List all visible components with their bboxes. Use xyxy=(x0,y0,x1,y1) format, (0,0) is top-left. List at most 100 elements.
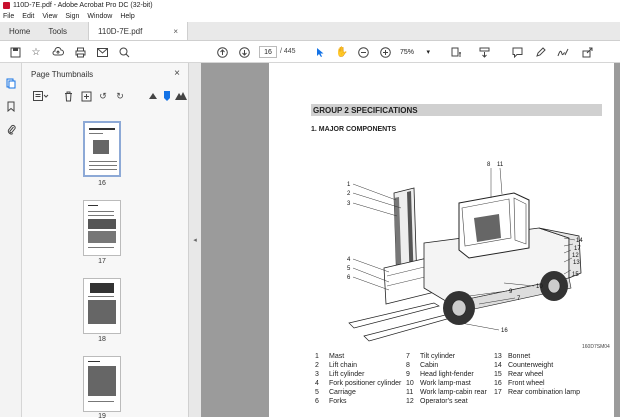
thumbnails-panel: Page Thumbnails × ↺ ↻ xyxy=(22,63,209,420)
menu-help[interactable]: Help xyxy=(120,13,135,20)
save-icon[interactable] xyxy=(8,45,22,59)
delete-page-icon[interactable] xyxy=(62,90,74,102)
callout-label: 15 xyxy=(572,272,579,278)
thumbnail-small-icon[interactable] xyxy=(147,90,159,102)
forklift-illustration: 8 11 1 2 3 4 5 6 7 9 10 16 14 17 12 13 1… xyxy=(347,162,583,342)
group-title-bar: GROUP 2 SPECIFICATIONS xyxy=(311,104,602,116)
highlight-pen-icon[interactable] xyxy=(533,45,547,59)
tab-tools[interactable]: Tools xyxy=(48,26,68,36)
callout-label: 12 xyxy=(572,253,579,259)
callout-label: 8 xyxy=(487,162,491,168)
rotate-left-icon[interactable]: ↺ xyxy=(99,90,107,101)
callout-label: 10 xyxy=(536,284,543,290)
page-display-icon[interactable] xyxy=(449,45,463,59)
sign-icon[interactable] xyxy=(556,45,570,59)
menu-file[interactable]: File xyxy=(3,13,15,20)
callout-label: 2 xyxy=(347,191,351,197)
zoom-out-icon[interactable] xyxy=(356,45,370,59)
close-tab-icon[interactable]: × xyxy=(173,26,179,36)
callout-label: 6 xyxy=(347,275,351,281)
menu-window[interactable]: Window xyxy=(87,13,113,20)
callout-label: 3 xyxy=(347,201,351,207)
zoom-select[interactable]: 75% ▾ xyxy=(398,46,432,58)
bookmark-star-icon[interactable]: ☆ xyxy=(31,46,41,58)
title-bar: 110D-7E.pdf - Adobe Acrobat Pro DC (32-b… xyxy=(0,0,620,11)
panel-collapse-handle[interactable]: ◂ xyxy=(189,63,201,417)
thumbnail-label: 17 xyxy=(98,258,106,265)
page-thumbnails-icon[interactable] xyxy=(5,77,17,89)
zoom-value: 75% xyxy=(400,48,415,56)
thumbnail-page-19[interactable] xyxy=(83,356,121,412)
menu-sign[interactable]: Sign xyxy=(65,13,80,20)
close-panel-icon[interactable]: × xyxy=(174,68,180,79)
thumbnail-page-16[interactable] xyxy=(83,121,121,177)
callout-label: 11 xyxy=(497,162,504,168)
page-number-input[interactable]: 16 xyxy=(259,46,277,58)
menu-view[interactable]: View xyxy=(42,13,58,20)
toolbar: ☆ 16 / 445 ✋ 75% ▾ xyxy=(0,41,620,63)
callout-label: 17 xyxy=(574,246,581,252)
tab-bar: Home Tools 110D-7E.pdf × xyxy=(0,22,620,41)
thumbnail-large-icon[interactable] xyxy=(175,90,187,102)
thumbnail-label: 16 xyxy=(98,180,106,187)
document-viewer[interactable]: GROUP 2 SPECIFICATIONS 1. MAJOR COMPONEN… xyxy=(201,63,620,417)
callout-label: 1 xyxy=(347,182,351,188)
mail-icon[interactable] xyxy=(95,45,109,59)
zoom-in-icon[interactable] xyxy=(378,45,392,59)
page-total: / 445 xyxy=(280,48,296,55)
attachment-icon[interactable] xyxy=(5,123,17,135)
pdf-page: GROUP 2 SPECIFICATIONS 1. MAJOR COMPONEN… xyxy=(269,63,614,417)
share-icon[interactable] xyxy=(580,45,594,59)
rotate-right-icon[interactable]: ↻ xyxy=(116,90,124,101)
callout-label: 9 xyxy=(509,289,513,295)
tab-home[interactable]: Home xyxy=(9,26,31,36)
select-cursor-icon[interactable] xyxy=(313,45,327,59)
left-rail xyxy=(0,63,22,417)
chevron-down-icon: ▾ xyxy=(426,49,430,56)
next-page-icon[interactable] xyxy=(237,45,251,59)
print-icon[interactable] xyxy=(73,45,87,59)
menu-edit[interactable]: Edit xyxy=(22,13,35,20)
window-title: 110D-7E.pdf - Adobe Acrobat Pro DC (32-b… xyxy=(13,2,153,9)
menu-bar: File Edit View Sign Window Help xyxy=(0,11,620,22)
options-menu-icon[interactable] xyxy=(32,90,50,102)
insert-page-icon[interactable] xyxy=(80,90,92,102)
previous-page-icon[interactable] xyxy=(215,45,229,59)
callout-label: 16 xyxy=(501,328,508,334)
comment-icon[interactable] xyxy=(510,45,524,59)
callout-label: 5 xyxy=(347,266,351,272)
thumbnail-page-18[interactable] xyxy=(83,278,121,334)
figure-code: 160D7SM04 xyxy=(582,344,610,350)
bookmark-icon[interactable] xyxy=(5,100,17,112)
acrobat-icon xyxy=(3,2,10,9)
thumbnail-page-17[interactable] xyxy=(83,200,121,256)
thumbnail-label: 18 xyxy=(98,336,106,343)
hand-tool-icon[interactable]: ✋ xyxy=(335,46,349,58)
callout-label: 13 xyxy=(573,260,580,266)
search-icon[interactable] xyxy=(117,45,131,59)
scroll-mode-icon[interactable] xyxy=(477,45,491,59)
tab-document-label: 110D-7E.pdf xyxy=(98,26,143,36)
upload-cloud-icon[interactable] xyxy=(51,45,65,59)
tab-document[interactable]: 110D-7E.pdf × xyxy=(88,22,189,40)
thumbnail-size-slider[interactable] xyxy=(161,90,173,102)
